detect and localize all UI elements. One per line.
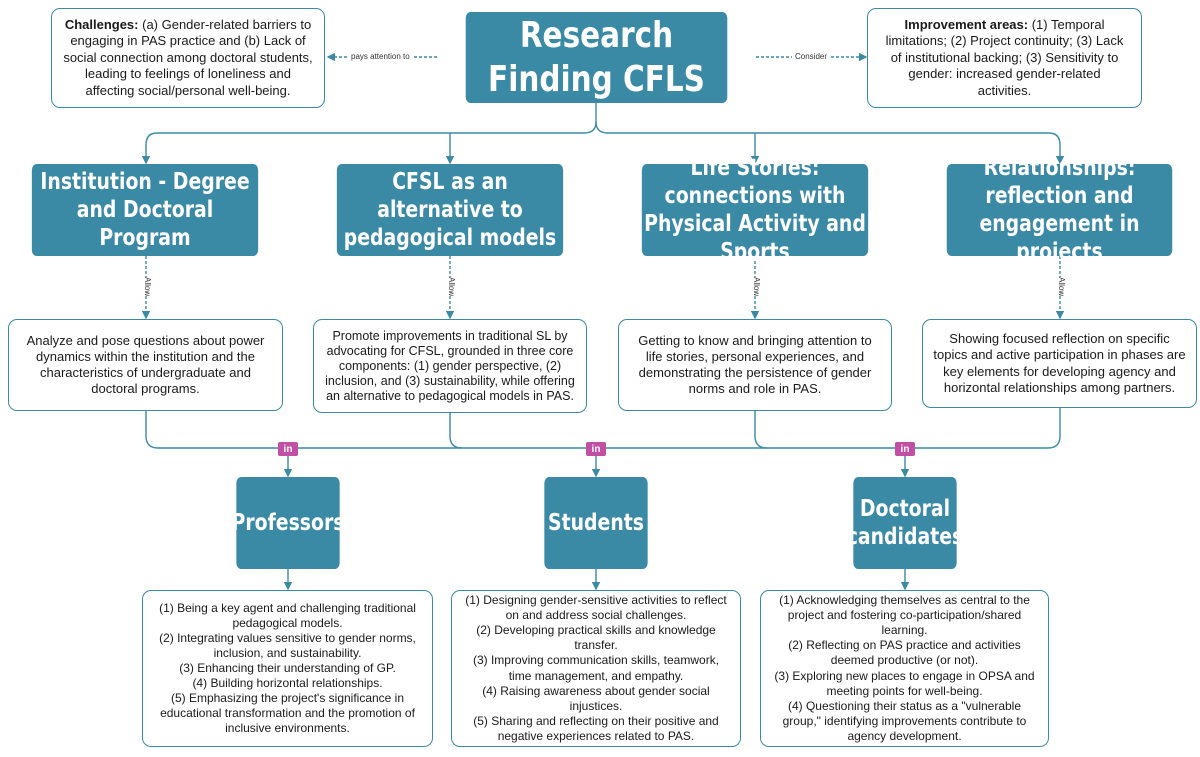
category-title-line1: Relationships: reflection and <box>983 154 1136 209</box>
list-item: (5) Sharing and reflecting on their posi… <box>473 713 719 743</box>
improvement-areas-box: Improvement areas: (1) Temporal limitati… <box>867 8 1142 108</box>
list-item: (1) Designing gender-sensitive activitie… <box>465 592 727 623</box>
in-badge-doctoral: in <box>895 442 915 456</box>
in-badge-students: in <box>586 442 606 456</box>
category-title-line1: Life Stories: connections with <box>664 154 846 209</box>
page-title: Research Finding CFLS <box>488 14 705 100</box>
list-item: (4) Building horizontal relationships. <box>192 676 383 691</box>
description-institution: Analyze and pose questions about power d… <box>8 319 283 411</box>
list-item: (4) Questioning their status as a "vulne… <box>782 698 1027 743</box>
list-item: (5) Emphasizing the project's significan… <box>160 691 415 736</box>
group-title-line1: Doctoral <box>859 495 951 522</box>
list-professors: (1) Being a key agent and challenging tr… <box>142 590 433 747</box>
improvement-label: Improvement areas: <box>904 17 1029 33</box>
link-label-allow-1: Allow <box>141 277 153 297</box>
category-title-line2: Program <box>99 225 191 252</box>
category-title-line1: Institution - Degree and Doctoral <box>40 168 250 223</box>
group-professors: Professors <box>231 477 345 569</box>
main-title-box: Research Finding CFLS <box>465 12 728 103</box>
list-item: (4) Raising awareness about gender socia… <box>482 683 710 713</box>
challenges-label: Challenges: <box>64 17 139 33</box>
link-label-allow-4: Allow <box>1055 277 1067 297</box>
category-title-line2: Physical Activity and Sports <box>644 211 866 266</box>
link-label-allow-3: Allow <box>750 277 762 297</box>
in-badge-professors: in <box>278 442 298 456</box>
list-item: (1) Acknowledging themselves as central … <box>779 592 1030 638</box>
group-title-line1: Students <box>548 509 644 536</box>
list-item: (2) Developing practical skills and know… <box>476 623 716 653</box>
challenges-box: Challenges: (a) Gender-related barriers … <box>51 8 325 108</box>
link-label-pays-attention: pays attention to <box>348 52 413 62</box>
improvement-text: (1) Temporal limitations; (2) Project co… <box>885 17 1124 98</box>
link-label-consider: Consider <box>792 52 831 62</box>
group-students: Students <box>544 477 648 569</box>
description-cfsl: Promote improvements in traditional SL b… <box>313 319 587 413</box>
category-title-line1: CFSL as an alternative to <box>377 168 523 223</box>
list-doctoral-candidates: (1) Acknowledging themselves as central … <box>760 590 1049 747</box>
category-title-line2: pedagogical models <box>343 225 557 252</box>
link-label-allow-2: Allow <box>445 277 457 297</box>
group-title-line2: candidates <box>846 524 964 550</box>
description-life-stories: Getting to know and bringing attention t… <box>618 319 892 411</box>
category-title-line2: engagement in projects <box>979 211 1140 266</box>
group-title-line1: Professors <box>231 509 345 536</box>
list-item: (1) Being a key agent and challenging tr… <box>159 600 416 630</box>
list-item: (2) Integrating values sensitive to gend… <box>159 630 416 660</box>
description-relationships: Showing focused reflection on specific t… <box>922 319 1197 408</box>
list-item: (3) Exploring new places to engage in OP… <box>774 668 1035 698</box>
list-item: (2) Reflecting on PAS practice and activ… <box>788 638 1021 668</box>
list-item: (3) Improving communication skills, team… <box>472 653 720 683</box>
list-item: (3) Enhancing their understanding of GP. <box>179 660 396 675</box>
challenges-text: (a) Gender-related barriers to engaging … <box>63 17 313 98</box>
list-students: (1) Designing gender-sensitive activitie… <box>451 590 741 747</box>
